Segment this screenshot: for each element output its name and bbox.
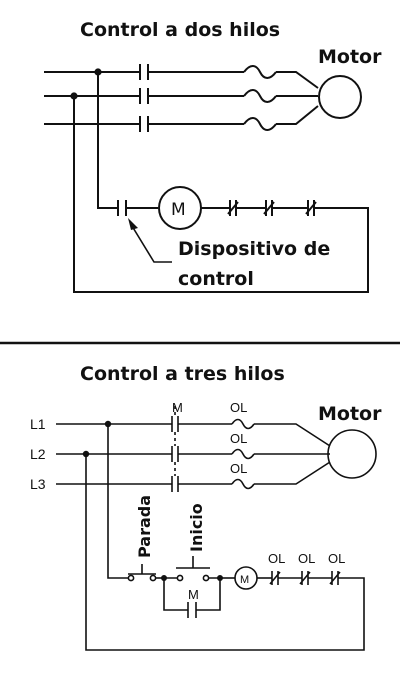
bottom-coil-label: M: [240, 574, 249, 586]
seal-in-contact: [187, 602, 197, 618]
overload-label-1: OL: [230, 400, 247, 415]
overload-label-2: OL: [230, 431, 247, 446]
top-coil-label: M: [171, 200, 186, 220]
two-wire-title: Control a dos hilos: [80, 19, 280, 41]
bottom-motor-label: Motor: [318, 403, 382, 425]
top-motor-symbol: [318, 75, 362, 119]
line-label-l2: L2: [30, 446, 46, 462]
start-label: Inicio: [187, 503, 206, 552]
control-ol-label-1: OL: [268, 551, 285, 566]
device-arrow: [128, 218, 172, 263]
contactor-label: M: [172, 400, 183, 415]
seal-in-label: M: [188, 587, 199, 602]
control-ol-label-3: OL: [328, 551, 345, 566]
two-wire-diagram: Control a dos hilos Motor: [44, 19, 382, 293]
top-motor-label: Motor: [318, 46, 382, 68]
stop-label: Parada: [135, 495, 154, 558]
device-label-line2: control: [178, 268, 254, 290]
stop-button: [128, 564, 156, 575]
bottom-power-lines: [56, 406, 331, 492]
top-control-circuit: [73, 72, 369, 293]
bottom-control-circuit: [85, 424, 365, 651]
bottom-motor-symbol: [327, 429, 377, 479]
overload-label-3: OL: [230, 461, 247, 476]
device-label-line1: Dispositivo de: [178, 238, 330, 260]
line-label-l3: L3: [30, 476, 46, 492]
line-label-l1: L1: [30, 416, 46, 432]
three-wire-title: Control a tres hilos: [80, 363, 285, 385]
three-wire-diagram: Control a tres hilos Motor L1 L2 L3 M OL…: [30, 363, 382, 651]
control-device-contact: [117, 200, 127, 216]
start-button: [176, 556, 210, 569]
control-ol-label-2: OL: [298, 551, 315, 566]
top-power-lines: [44, 64, 319, 132]
